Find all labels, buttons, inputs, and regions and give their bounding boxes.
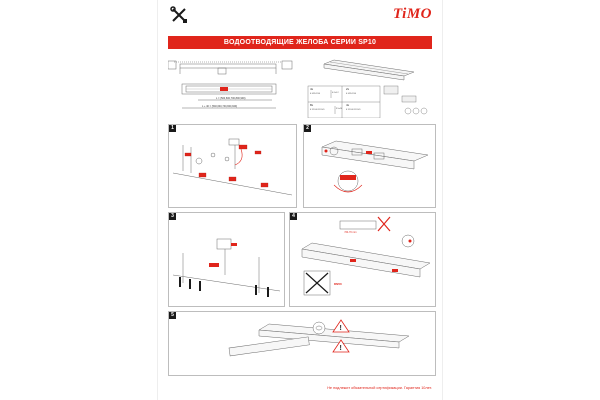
length-dimension: L = (500,600,700,800,900) — [216, 97, 246, 100]
dn50-label: DN50 — [334, 282, 342, 286]
step-2-illustration — [321, 140, 429, 193]
level-label: ≈50-70 mm — [344, 231, 357, 234]
step-5-illustration: ! ! — [228, 319, 410, 357]
total-dimension: L + 40 = (540,640,740,840,940) — [202, 105, 237, 108]
product-overview: 4x 6.1/65.19/0 8x 6.7/01.4/11.19/0 4.2x9… — [307, 59, 428, 118]
footer-note: Не подлежит обязательной сертификации. Г… — [327, 386, 432, 390]
parts-spec-1: 6.1/65.19/0 — [310, 93, 321, 95]
step-3-number: 3 — [169, 213, 176, 220]
svg-text:!: ! — [340, 345, 342, 352]
step-1-number: 1 — [169, 125, 176, 132]
svg-text:!: ! — [340, 325, 342, 332]
parts-qty-4: 4x — [346, 103, 350, 107]
instruction-sheet: TiMO ВОДООТВОДЯЩИЕ ЖЕЛОБА СЕРИИ SP10 L =… — [158, 0, 442, 400]
screw-label-1: 4.2x9.2 — [332, 92, 339, 94]
step-2-panel: 2 — [303, 124, 436, 208]
tools-icon — [170, 6, 187, 23]
parts-spec-3: 6.1/65.19/0 — [346, 93, 357, 95]
parts-qty-1: 4x — [310, 87, 314, 91]
step-1-panel: 1 — [168, 124, 297, 208]
step-1-illustration — [172, 138, 293, 196]
step-4-panel: 4 ≈50-70 mm — [289, 212, 436, 307]
step-5-number: 5 — [169, 312, 176, 319]
step-5-panel: 5 ! ! — [168, 311, 436, 376]
step-3-panel: 3 — [168, 212, 285, 307]
parts-spec-4: 6.7/01.4/11.19/0 — [346, 109, 361, 111]
step-4-illustration: ≈50-70 mm DN50 — [301, 216, 431, 296]
step-4-number: 4 — [290, 213, 297, 220]
parts-qty-3: 2x — [346, 87, 350, 91]
step-3-illustration — [172, 238, 281, 297]
page-title: ВОДООТВОДЯЩИЕ ЖЕЛОБА СЕРИИ SP10 — [168, 36, 432, 49]
parts-spec-2: 6.7/01.4/11.19/0 — [310, 109, 325, 111]
brand-logo: TiMO — [393, 6, 432, 22]
parts-qty-2: 8x — [310, 103, 314, 107]
step-2-number: 2 — [304, 125, 311, 132]
dimension-drawing: L = (500,600,700,800,900) L + 40 = (540,… — [168, 60, 293, 109]
screw-label-2: 3.5x20 — [336, 108, 343, 110]
